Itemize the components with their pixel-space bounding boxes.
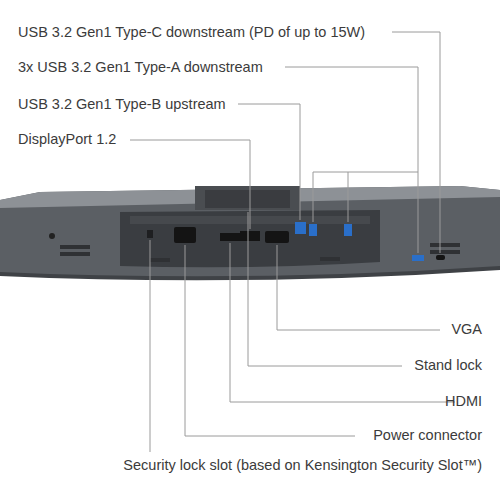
usb-b-port — [295, 222, 306, 234]
power-port — [174, 227, 196, 243]
port-label: HDMI — [282, 393, 482, 410]
control-button — [49, 233, 55, 239]
vent-slots — [60, 243, 460, 262]
port-label: USB 3.2 Gen1 Type-C downstream (PD of up… — [18, 24, 488, 41]
usb-a-port — [412, 255, 424, 261]
port-label: Stand lock — [282, 357, 482, 374]
usb-a-port — [344, 224, 352, 236]
port-label: Security lock slot (based on Kensington … — [12, 457, 482, 474]
port-label: DisplayPort 1.2 — [18, 131, 488, 148]
stand-neck-inner — [205, 190, 290, 208]
port-label: Power connector — [282, 427, 482, 444]
security-slot — [147, 230, 153, 238]
vga-port — [265, 231, 289, 243]
port-label: USB 3.2 Gen1 Type-B upstream — [18, 96, 488, 113]
hdmi-port — [220, 233, 240, 241]
usb-c-port — [436, 255, 445, 260]
port-label: VGA — [282, 321, 482, 338]
leader-lines — [130, 32, 455, 452]
displayport-port — [240, 231, 260, 241]
stand-neck — [195, 186, 300, 210]
usb-a-port — [309, 224, 317, 236]
port-label: 3x USB 3.2 Gen1 Type-A downstream — [18, 59, 488, 76]
monitor-bottom-edge — [0, 266, 500, 280]
